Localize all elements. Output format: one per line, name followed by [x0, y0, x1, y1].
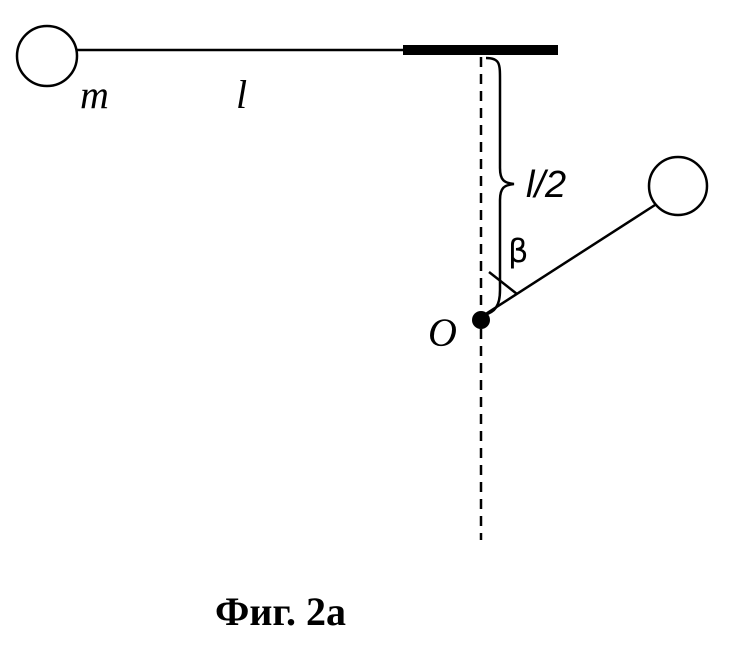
- figure-caption: Фиг. 2а: [215, 589, 346, 634]
- right-bob: [647, 155, 709, 217]
- half-length-brace: [483, 56, 515, 317]
- pivot-label: O: [428, 310, 457, 355]
- mass-label: m: [80, 72, 109, 117]
- left-bob: [15, 24, 79, 88]
- length-label: l: [236, 72, 247, 117]
- inclined-rod: [480, 203, 656, 319]
- angle-tick: [488, 271, 518, 295]
- half-length-label: l/2: [526, 164, 566, 206]
- pivot-point: [472, 311, 490, 329]
- ceiling-plate: [403, 45, 558, 55]
- angle-label: β: [508, 232, 528, 270]
